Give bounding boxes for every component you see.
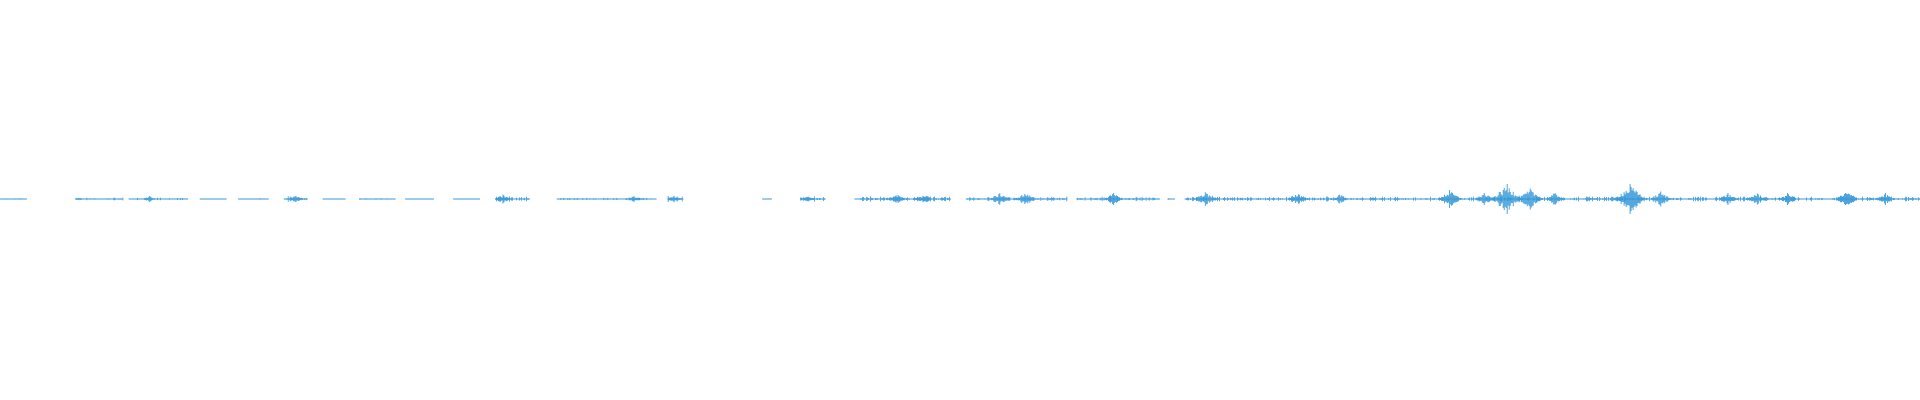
waveform-bars [0,184,1920,214]
